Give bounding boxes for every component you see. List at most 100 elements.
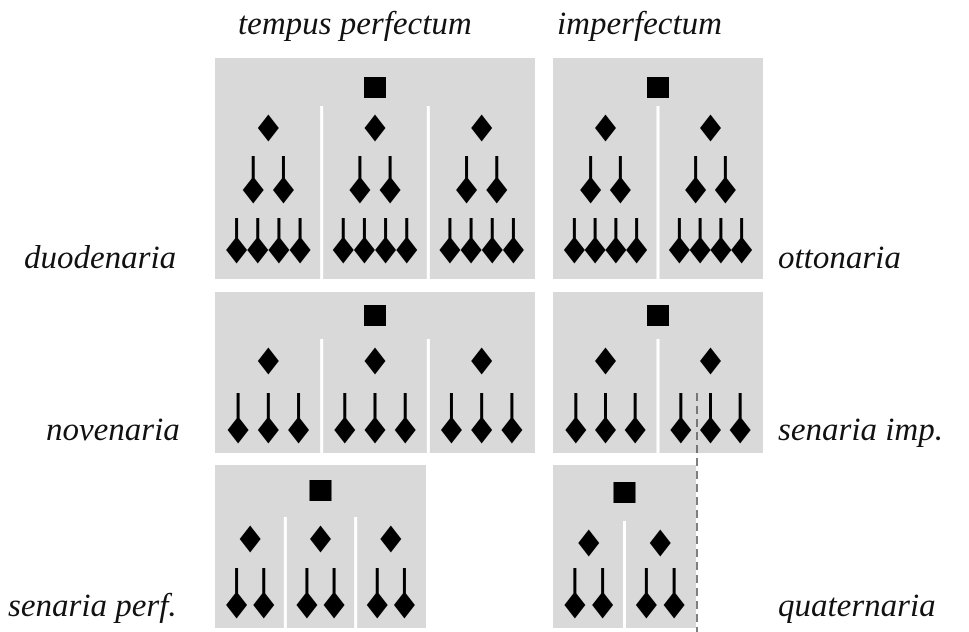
semibreve-note [595, 114, 616, 142]
minim-note [609, 176, 631, 204]
semibreve-note [700, 114, 721, 142]
minim-stem [644, 568, 648, 605]
minim-note [288, 416, 310, 444]
minim-stem [495, 156, 499, 190]
minim-stem [633, 393, 637, 430]
semibreve-note [700, 347, 721, 375]
minim-note [481, 236, 503, 264]
minim-note [334, 416, 356, 444]
division-divider [354, 517, 358, 628]
minim-note [731, 236, 753, 264]
minim-stem [574, 393, 578, 430]
minim-stem [593, 218, 597, 250]
breve-note [364, 305, 386, 326]
minim-stem [723, 156, 727, 190]
minim-note [268, 236, 290, 264]
minim-note [226, 591, 248, 619]
minim-stem [402, 568, 406, 605]
minim-note [700, 416, 721, 444]
breve-note [647, 305, 669, 326]
minim-stem [235, 218, 239, 250]
semibreve-note [257, 114, 279, 142]
minim-stem [449, 393, 453, 430]
minim-note [563, 236, 585, 264]
minim-note [242, 176, 264, 204]
minim-note [501, 416, 523, 444]
minim-stem [740, 218, 744, 250]
minim-note [592, 591, 614, 619]
minim-note [253, 591, 275, 619]
semibreve-note [380, 525, 402, 553]
label-duodenaria: duodenaria [24, 240, 177, 276]
minim-note [580, 176, 602, 204]
minim-note [394, 416, 416, 444]
division-divider [426, 106, 430, 279]
minim-stem [305, 568, 309, 605]
minim-stem [256, 218, 260, 250]
minim-stem [677, 218, 681, 250]
minim-note [502, 236, 524, 264]
semibreve-note [595, 347, 616, 375]
minim-note [584, 236, 606, 264]
division-divider [656, 339, 660, 453]
minim-note [289, 236, 311, 264]
division-divider [320, 106, 324, 279]
division-divider [656, 106, 660, 279]
minim-note [332, 236, 354, 264]
division-divider [283, 517, 287, 628]
minim-note [366, 591, 388, 619]
minim-note [227, 416, 249, 444]
semibreve-note [364, 347, 386, 375]
minim-stem [465, 156, 469, 190]
semibreve-note [257, 347, 279, 375]
minim-stem [589, 156, 593, 190]
minim-stem [448, 218, 452, 250]
minim-note [396, 236, 418, 264]
minim-stem [572, 218, 576, 250]
division-divider [320, 339, 324, 453]
minim-note [393, 591, 415, 619]
minim-stem [698, 218, 702, 250]
minim-note [364, 416, 386, 444]
semibreve-note [364, 114, 386, 142]
minim-note [624, 416, 646, 444]
minim-note [685, 176, 707, 204]
semibreve-note [578, 529, 600, 557]
semibreve-note [649, 529, 671, 557]
minim-stem [709, 393, 712, 430]
minim-stem [277, 218, 281, 250]
minim-note [710, 236, 732, 264]
column-header-perfect: tempus perfectum [238, 6, 472, 42]
minim-stem [469, 218, 473, 250]
minim-note [257, 416, 279, 444]
minim-stem [375, 568, 379, 605]
breve-note [613, 482, 636, 503]
minim-stem [343, 393, 347, 430]
minim-stem [618, 156, 622, 190]
minim-stem [614, 218, 618, 250]
minim-note [471, 416, 493, 444]
minim-note [564, 591, 586, 619]
minim-note [670, 416, 692, 444]
minim-note [595, 416, 616, 444]
minim-note [729, 416, 751, 444]
minim-note [663, 591, 685, 619]
minim-stem [510, 393, 514, 430]
minim-stem [358, 156, 362, 190]
minim-stem [251, 156, 255, 190]
minim-note [349, 176, 371, 204]
minim-note [486, 176, 508, 204]
minim-note [689, 236, 711, 264]
minim-stem [298, 218, 302, 250]
minim-stem [235, 568, 239, 605]
minim-note [714, 176, 736, 204]
minim-note [272, 176, 294, 204]
minim-note [353, 236, 375, 264]
minim-note [635, 591, 657, 619]
minim-stem [573, 568, 577, 605]
breve-note [647, 77, 669, 98]
breve-note [364, 77, 386, 98]
label-senaria-perf: senaria perf. [8, 588, 177, 624]
minim-stem [635, 218, 639, 250]
minim-stem [362, 218, 366, 250]
